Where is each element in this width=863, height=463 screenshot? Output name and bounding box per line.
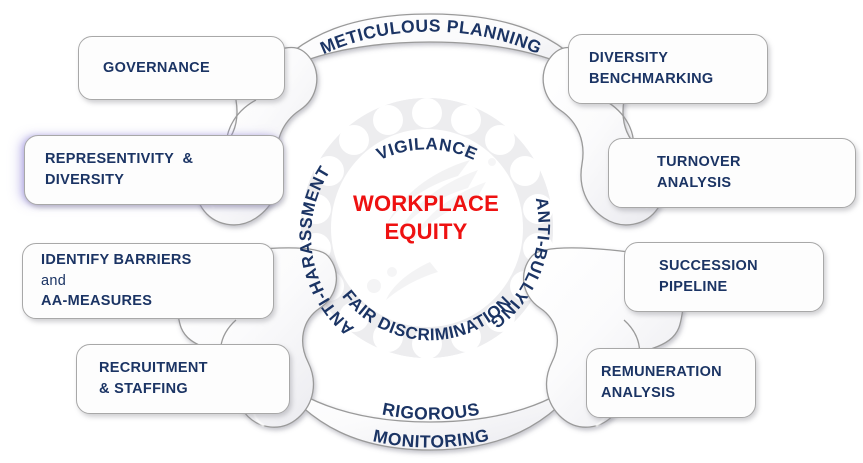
label-line: TURNOVER: [657, 154, 741, 171]
bottom-arc-band: [271, 371, 589, 451]
label-line: DIVERSITY: [589, 50, 669, 67]
label-box-recruitment-staffing[interactable]: RECRUITMENT & STAFFING: [76, 344, 290, 414]
label-box-diversity-benchmarking[interactable]: DIVERSITY BENCHMARKING: [568, 34, 768, 104]
label-line: RECRUITMENT: [99, 360, 208, 377]
label-line: DIVERSITY: [45, 172, 125, 188]
label-line: IDENTIFY BARRIERS: [41, 252, 192, 269]
label-box-identify-barriers[interactable]: IDENTIFY BARRIERS and AA-MEASURES: [22, 243, 274, 319]
label-line: ANALYSIS: [657, 175, 732, 191]
label-box-governance[interactable]: GOVERNANCE: [78, 36, 285, 100]
core-title-line2: EQUITY: [384, 218, 468, 244]
core-title: WORKPLACE EQUITY: [340, 190, 512, 245]
arc-label-rigorous: RIGOROUS: [381, 399, 481, 424]
core-title-line1: WORKPLACE: [352, 191, 499, 216]
label-box-representivity-diversity[interactable]: REPRESENTIVITY & DIVERSITY: [24, 135, 284, 205]
ring-label-fair-discrimination: FAIR DISCRIMINATION: [339, 286, 516, 344]
label-line: BENCHMARKING: [589, 71, 714, 87]
label-line: REMUNERATION: [601, 364, 722, 381]
arc-label-monitoring: MONITORING: [371, 425, 491, 452]
top-arc-band: [261, 13, 599, 85]
label-line: ANALYSIS: [601, 385, 676, 401]
ring-label-vigilance: VIGILANCE: [374, 134, 481, 164]
label-line: GOVERNANCE: [103, 59, 210, 76]
arc-label-meticulous-planning: METICULOUS PLANNING: [317, 16, 545, 58]
label-line: REPRESENTIVITY &: [45, 151, 194, 168]
label-line: SUCCESSION: [659, 258, 758, 275]
label-line: & STAFFING: [99, 381, 188, 397]
label-line: and: [41, 272, 67, 289]
label-line: AA-MEASURES: [41, 293, 153, 310]
label-line: PIPELINE: [659, 279, 728, 295]
label-box-turnover-analysis[interactable]: TURNOVER ANALYSIS: [608, 138, 856, 208]
label-box-succession-pipeline[interactable]: SUCCESSION PIPELINE: [624, 242, 824, 312]
label-box-remuneration-analysis[interactable]: REMUNERATION ANALYSIS: [586, 348, 756, 418]
